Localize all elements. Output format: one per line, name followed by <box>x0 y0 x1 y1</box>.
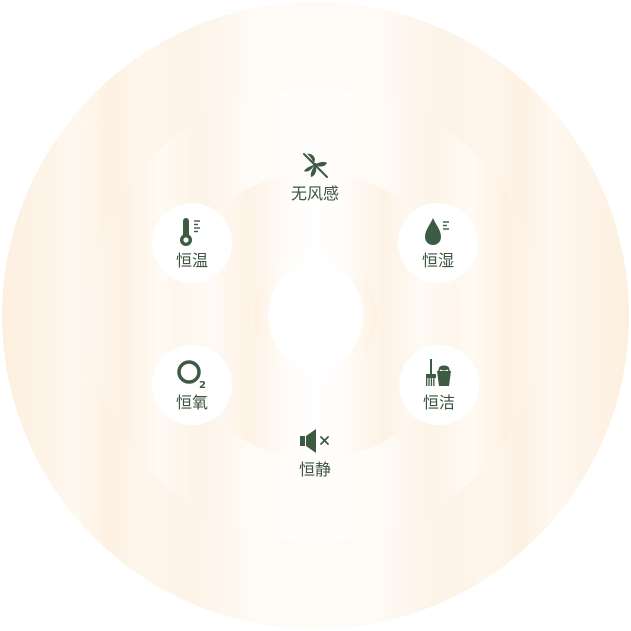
broom-bucket-icon <box>426 359 451 386</box>
feature-label: 恒温 <box>175 251 208 270</box>
feature-quiet[interactable]: 恒静 <box>275 412 355 492</box>
feature-label: 无风感 <box>290 184 339 203</box>
thermometer-icon <box>180 218 200 246</box>
speaker-mute-icon <box>300 429 329 453</box>
feature-clean[interactable]: 恒洁 <box>399 345 479 425</box>
feature-temperature[interactable]: 恒温 <box>152 203 232 283</box>
feature-label: 恒静 <box>298 460 331 479</box>
feature-label: 恒氧 <box>175 393 208 412</box>
feature-no-wind[interactable]: 无风感 <box>275 136 355 216</box>
oxygen-o2-icon: 2 <box>177 360 206 390</box>
feature-label: 恒湿 <box>421 251 454 270</box>
svg-text:2: 2 <box>199 380 206 390</box>
water-drop-icon <box>425 218 449 245</box>
feature-humidity[interactable]: 恒湿 <box>398 203 478 283</box>
feature-label: 恒洁 <box>422 393 455 412</box>
center-core <box>268 262 363 369</box>
fan-off-icon <box>303 153 328 178</box>
feature-oxygen[interactable]: 2 恒氧 <box>152 345 232 425</box>
